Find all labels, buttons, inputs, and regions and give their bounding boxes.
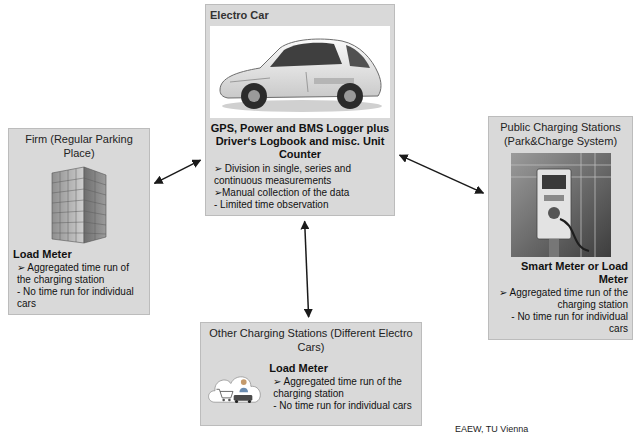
illustration-part bbox=[346, 45, 370, 68]
illustration-part bbox=[306, 72, 308, 92]
meter-label: Load Meter bbox=[269, 362, 417, 375]
info-box: Other Charging Stations (Different Elect… bbox=[200, 322, 422, 426]
car-photo bbox=[210, 26, 390, 118]
illustration-part bbox=[216, 389, 232, 398]
illustration-part bbox=[76, 169, 77, 242]
double-arrow bbox=[154, 160, 200, 183]
illustration-part bbox=[511, 153, 611, 257]
illustration-part bbox=[241, 379, 247, 385]
illustration-part bbox=[248, 90, 260, 102]
bullet-note: - No time run for individual cars bbox=[493, 311, 628, 335]
illustration-part bbox=[548, 207, 560, 219]
illustration-part bbox=[314, 78, 354, 84]
bullet-note: ➢ Aggregated time run of the charging st… bbox=[269, 376, 417, 400]
illustration-part bbox=[594, 153, 595, 257]
box-column: Load Meter➢ Aggregated time run of the c… bbox=[269, 359, 417, 412]
charging-station-photo bbox=[511, 153, 611, 257]
illustration-part bbox=[234, 395, 253, 401]
box-row: Load Meter➢ Aggregated time run of the c… bbox=[205, 359, 417, 421]
cloud-illustration bbox=[205, 359, 265, 421]
bullet-note: - No time run for individual cars bbox=[13, 286, 145, 310]
double-arrow bbox=[305, 221, 309, 317]
illustration-part bbox=[549, 239, 559, 257]
illustration-part bbox=[228, 398, 231, 401]
info-box: Public Charging Stations (Park&Charge Sy… bbox=[488, 116, 633, 340]
illustration-part bbox=[337, 83, 363, 109]
bullet-note: - Limited time observation bbox=[210, 199, 390, 211]
illustration-part bbox=[580, 153, 581, 257]
meter-label: Smart Meter or Load Meter bbox=[493, 260, 628, 286]
illustration-part bbox=[560, 219, 589, 251]
box-heading: Firm (Regular Parking Place) bbox=[13, 133, 145, 161]
illustration-part bbox=[216, 389, 232, 398]
illustration-part bbox=[235, 399, 238, 402]
info-box: Firm (Regular Parking Place) Load Meter➢… bbox=[8, 128, 150, 315]
illustration-part bbox=[344, 90, 356, 102]
meter-label: Load Meter bbox=[13, 248, 145, 261]
illustration-part bbox=[241, 83, 267, 109]
source-note: EAEW, TU Vienna bbox=[455, 424, 528, 434]
bullet-note: ➢ Aggregated time run of the charging st… bbox=[13, 262, 145, 286]
illustration-part bbox=[84, 167, 106, 243]
bullet-note: ➢ Aggregated time run of the charging st… bbox=[493, 287, 628, 311]
info-box: Electro Car GPS, Power and BMS Logger pl… bbox=[205, 4, 395, 216]
illustration-part bbox=[248, 399, 251, 402]
illustration-part bbox=[542, 175, 566, 189]
illustration-part bbox=[511, 164, 611, 165]
box-heading: Other Charging Stations (Different Elect… bbox=[205, 327, 417, 355]
illustration-part bbox=[537, 169, 571, 239]
bullet-note: ➢ Division in single, series and continu… bbox=[210, 163, 390, 187]
illustration-part bbox=[222, 398, 225, 401]
illustration-part bbox=[230, 78, 270, 82]
illustration-part bbox=[52, 169, 106, 242]
illustration-part bbox=[210, 26, 390, 118]
double-arrow bbox=[400, 155, 484, 193]
illustration-part bbox=[60, 172, 61, 240]
illustration-part bbox=[239, 387, 248, 391]
bullet-note: ➢Manual collection of the data bbox=[210, 187, 390, 199]
box-heading: Public Charging Stations (Park&Charge Sy… bbox=[493, 121, 628, 149]
illustration-part bbox=[270, 42, 342, 66]
illustration-part bbox=[209, 376, 261, 401]
illustration-part bbox=[52, 167, 84, 243]
illustration-part bbox=[95, 171, 96, 240]
box-heading: Electro Car bbox=[210, 9, 390, 23]
office-building bbox=[40, 165, 118, 245]
logger-title: GPS, Power and BMS Logger plus Driver‘s … bbox=[210, 122, 390, 162]
illustration-part bbox=[511, 153, 611, 257]
illustration-part bbox=[68, 170, 69, 241]
bullet-note: - No time run for individual cars bbox=[269, 400, 417, 412]
illustration-part bbox=[544, 195, 564, 201]
